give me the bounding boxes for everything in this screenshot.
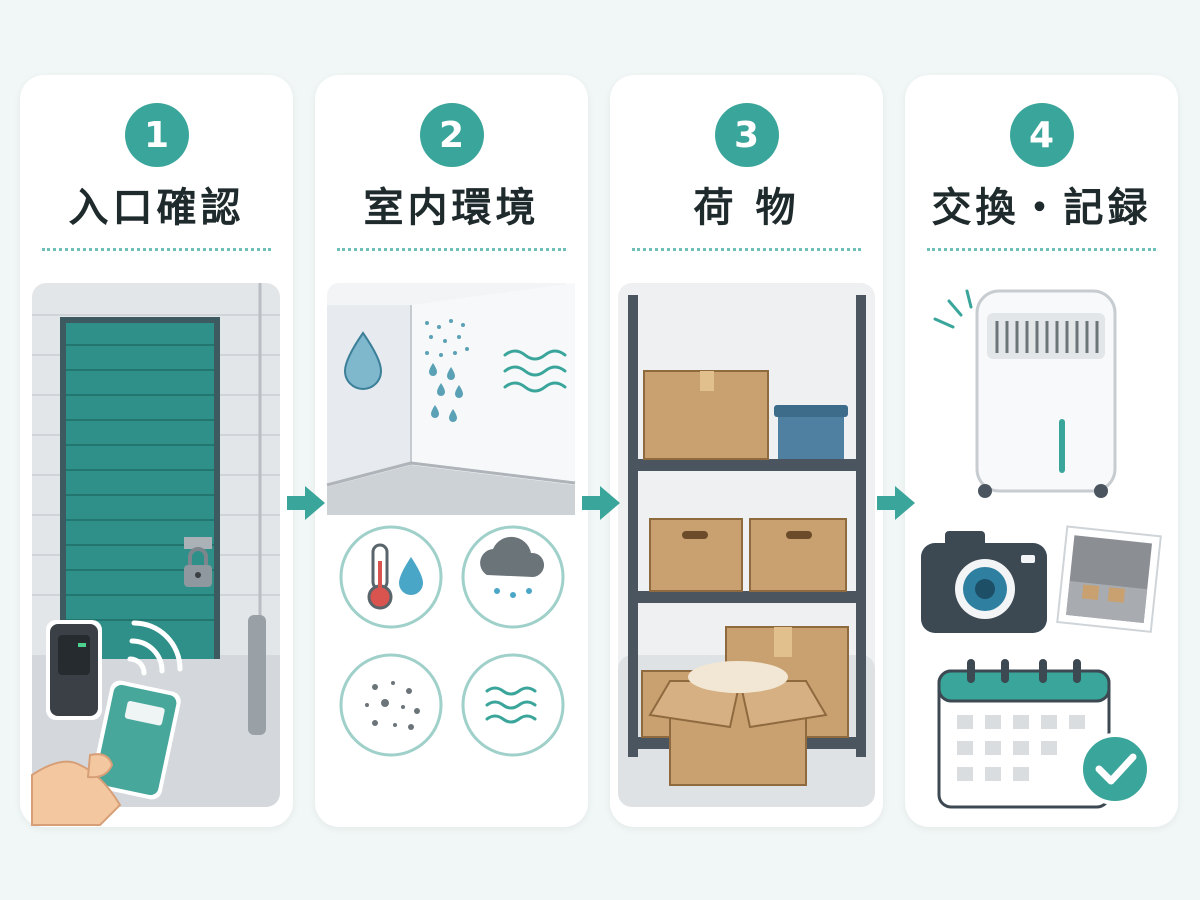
padlock-icon xyxy=(184,537,212,587)
step-number-badge: 3 xyxy=(714,103,779,167)
wireless-signal-icon xyxy=(127,620,183,676)
dust-particles-icon xyxy=(339,653,443,757)
rain-cloud-icon xyxy=(461,525,565,629)
arrow-right-icon xyxy=(287,486,325,520)
camera-icon xyxy=(921,531,1047,633)
air-waves-icon xyxy=(461,653,565,757)
dehumidifier-icon xyxy=(975,289,1117,498)
condensation-icon xyxy=(425,319,469,422)
checkmark-icon xyxy=(1079,733,1151,805)
plastic-bin-icon xyxy=(774,405,848,459)
dotted-divider xyxy=(42,248,271,251)
step-title: 入口確認 xyxy=(68,185,245,231)
dotted-divider xyxy=(632,248,861,251)
storage-photo-icon xyxy=(1056,525,1162,633)
dotted-divider xyxy=(927,248,1156,251)
step-number-badge: 4 xyxy=(1009,103,1074,167)
dotted-divider xyxy=(337,248,566,251)
arrow-right-icon xyxy=(582,486,620,520)
step-number-badge: 2 xyxy=(419,103,484,167)
step-title: 室内環境 xyxy=(363,185,540,231)
water-drop-icon xyxy=(343,331,383,390)
hand-with-keycard-icon xyxy=(31,680,181,826)
thermometer-humidity-icon xyxy=(339,525,443,629)
step-number-badge: 1 xyxy=(124,103,189,167)
card-reader-icon xyxy=(46,620,102,720)
step-title: 交換・記録 xyxy=(931,185,1152,231)
step-card-2: 2 室内環境 xyxy=(315,75,588,827)
open-box-icon xyxy=(648,661,828,786)
arrow-right-icon xyxy=(877,486,915,520)
room-corner-icon xyxy=(326,283,576,515)
step-card-3: 3 荷 物 xyxy=(610,75,883,827)
humid-air-waves-icon xyxy=(503,349,567,393)
shutter-door-icon xyxy=(60,317,220,659)
bollard xyxy=(248,615,266,735)
step-card-1: 1 入口確認 xyxy=(20,75,293,827)
step-card-4: 4 交換・記録 xyxy=(905,75,1178,827)
calendar-icon xyxy=(937,659,1111,809)
step-title: 荷 物 xyxy=(693,185,800,231)
